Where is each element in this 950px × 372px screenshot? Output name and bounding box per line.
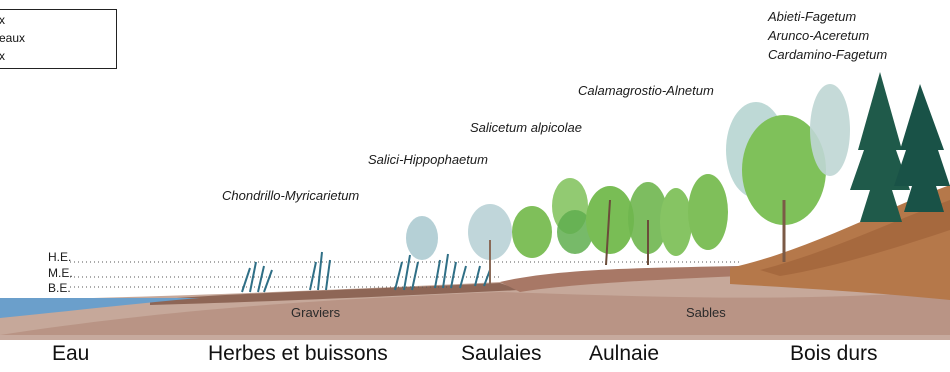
legend-line: x [0, 13, 5, 27]
association-label: Salici-Hippophaetum [368, 152, 488, 167]
legend-box: x eaux x [0, 9, 117, 69]
water-level-label: M.E. [48, 266, 73, 280]
association-label: Abieti-Fagetum [768, 9, 856, 24]
substrate-label: Sables [686, 305, 726, 320]
zone-label: Bois durs [790, 342, 878, 366]
association-label: Arunco-Aceretum [768, 28, 869, 43]
legend-line: eaux [0, 31, 25, 45]
association-label: Calamagrostio-Alnetum [578, 83, 714, 98]
conifer-trees [850, 72, 950, 222]
association-label: Chondrillo-Myricarietum [222, 188, 359, 203]
substrate-label: Graviers [291, 305, 340, 320]
willow-group [406, 204, 512, 285]
zone-label: Eau [52, 342, 89, 366]
alder-trees [512, 174, 728, 265]
water-level-label: B.E. [48, 281, 71, 295]
association-label: Salicetum alpicolae [470, 120, 582, 135]
water-level-label: H.E. [48, 250, 71, 264]
legend-line: x [0, 49, 5, 63]
zone-label: Saulaies [461, 342, 542, 366]
zone-label: Herbes et buissons [208, 342, 388, 366]
zone-label: Aulnaie [589, 342, 659, 366]
association-label: Cardamino-Fagetum [768, 47, 887, 62]
